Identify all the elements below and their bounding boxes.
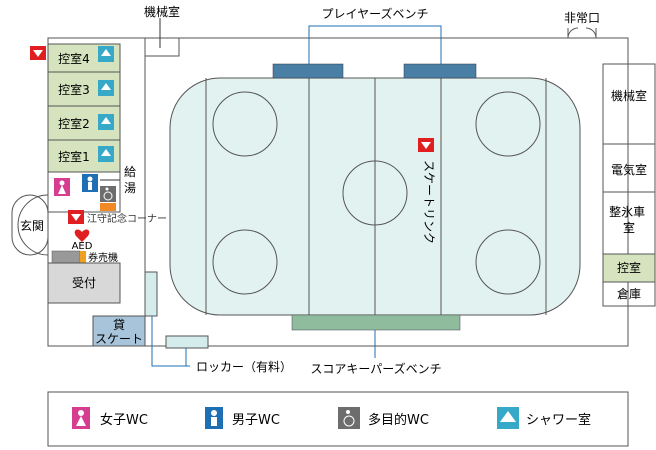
label-zamboni-line2: 室 — [623, 220, 635, 235]
male-toilet-icon — [82, 174, 98, 192]
shower-icon — [98, 114, 114, 130]
legend-label-female: 女子WC — [100, 412, 148, 428]
label-memorial-corner: 江守記念コーナー — [87, 212, 167, 225]
label-scorekeeper-bench: スコアキーパーズベンチ — [310, 361, 441, 376]
locker-column — [144, 271, 158, 317]
label-aed: AED — [72, 241, 93, 252]
entrance — [17, 194, 49, 256]
shower-icon — [98, 146, 114, 162]
label-reception: 受付 — [72, 276, 96, 290]
waiting-room-right — [602, 253, 656, 283]
shower-icon — [497, 407, 519, 429]
label-waiting-room-3: 控室3 — [58, 82, 90, 97]
label-zamboni-room: 整氷車 室 — [609, 204, 649, 235]
legend-label-male: 男子WC — [232, 413, 280, 428]
location-marker — [30, 46, 46, 60]
label-electric-room: 電気室 — [611, 162, 647, 177]
label-entrance: 玄関 — [20, 218, 44, 233]
storage-room — [602, 281, 656, 307]
male-toilet-icon — [205, 407, 223, 429]
center-circle — [342, 160, 408, 226]
skate-rental — [92, 315, 146, 347]
faceoff-circle — [212, 229, 278, 295]
player-bench-right — [403, 63, 477, 79]
legend-label-shower: シャワー室 — [526, 412, 591, 428]
label-locker: ロッカー（有料） — [196, 360, 292, 374]
ticket-machine — [51, 250, 81, 264]
label-waiting-room-2: 控室2 — [58, 116, 90, 131]
legend-box — [47, 391, 629, 447]
reception — [47, 262, 121, 304]
female-toilet-icon — [72, 407, 90, 429]
label-machine-room-top: 機械室 — [144, 4, 180, 19]
door-icon — [567, 27, 597, 39]
locker-row — [165, 335, 209, 349]
scorekeeper-bench — [291, 314, 461, 331]
faceoff-circle — [212, 91, 278, 157]
label-zamboni-line1: 整氷車 — [609, 204, 645, 219]
label-waiting-room-4: 控室4 — [58, 51, 90, 66]
shower-icon — [98, 46, 114, 62]
label-machine-room-right: 機械室 — [611, 88, 647, 103]
label-skate-rink: スケートリンク — [422, 160, 436, 244]
label-player-bench: プレイヤーズベンチ — [321, 6, 428, 21]
shower-icon — [98, 80, 114, 96]
orange-box — [100, 203, 116, 211]
faceoff-circle — [475, 229, 541, 295]
female-toilet-icon — [54, 178, 70, 196]
location-marker — [68, 210, 84, 224]
label-storage: 倉庫 — [617, 286, 641, 301]
legend-label-accessible: 多目的WC — [368, 412, 429, 428]
wheelchair-icon — [100, 186, 116, 202]
label-waiting-room-1: 控室1 — [58, 149, 90, 164]
label-ticket-machine: 券売機 — [88, 251, 118, 264]
label-waiting-room-right: 控室 — [617, 260, 641, 275]
player-bench-left — [272, 63, 344, 79]
label-hot-water: 給湯 — [124, 165, 136, 195]
label-emergency-exit: 非常口 — [564, 11, 600, 25]
machine-room-right — [602, 63, 656, 145]
machine-room-top — [144, 37, 180, 57]
faceoff-circle — [475, 91, 541, 157]
wheelchair-icon — [338, 407, 360, 429]
aed-heart-icon — [74, 229, 90, 242]
label-skate-rental: 貸スケート — [95, 317, 143, 346]
